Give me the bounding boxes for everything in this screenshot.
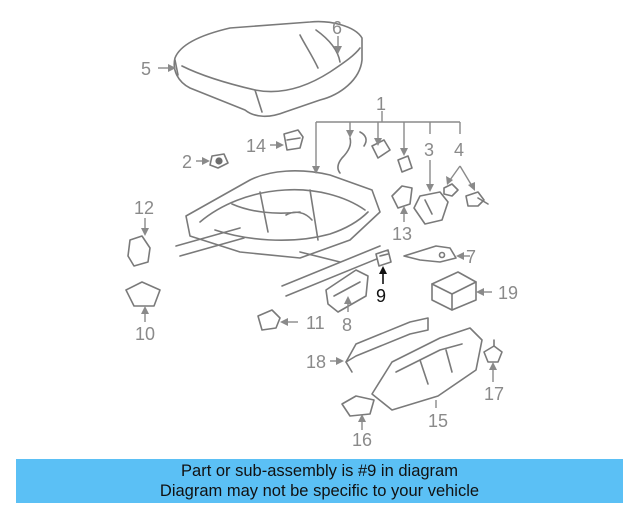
callout-15: 15 — [428, 411, 448, 431]
callout-6: 6 — [332, 18, 342, 38]
motor-part-3 — [413, 191, 449, 225]
callout-12: 12 — [134, 198, 154, 218]
callout-7: 7 — [466, 247, 476, 267]
side-shield-part-8 — [325, 269, 369, 313]
callout-18: 18 — [306, 352, 326, 372]
bracket-part-13 — [391, 185, 413, 209]
info-banner: Part or sub-assembly is #9 in diagram Di… — [16, 459, 623, 503]
callout-13: 13 — [392, 224, 412, 244]
callout-3: 3 — [424, 140, 434, 160]
callout-1: 1 — [376, 94, 386, 114]
banner-line-part-number: Part or sub-assembly is #9 in diagram — [181, 462, 458, 480]
callout-10: 10 — [135, 324, 155, 344]
callout-14: 14 — [246, 136, 266, 156]
banner-line-disclaimer: Diagram may not be specific to your vehi… — [159, 482, 480, 500]
callout-5: 5 — [141, 59, 151, 79]
seat-cushion-part — [173, 20, 363, 118]
parts-diagram: 1 2 3 4 5 6 7 8 9 10 11 12 13 14 15 16 1… — [125, 18, 518, 450]
cover-part-10 — [125, 281, 161, 307]
callout-4: 4 — [454, 140, 464, 160]
callout-17: 17 — [484, 384, 504, 404]
callout-11: 11 — [306, 313, 325, 333]
side-cover-part-15 — [371, 327, 483, 411]
clip-part-11 — [257, 309, 281, 331]
seat-frame — [175, 170, 385, 297]
fasteners-part-4 — [443, 183, 489, 207]
fastener-part-17 — [483, 339, 503, 363]
callout-labels: 1 2 3 4 5 6 7 8 9 10 11 12 13 14 15 16 1… — [134, 18, 518, 450]
bracket-part-7 — [403, 245, 457, 263]
module-part-19 — [431, 271, 477, 311]
switch-part-9 — [375, 249, 392, 267]
highlight-leader-part-9 — [379, 266, 387, 284]
cover-part-16 — [341, 395, 375, 417]
callout-9: 9 — [376, 286, 386, 306]
bracket-part-12 — [127, 235, 151, 267]
leader-lines — [141, 36, 497, 430]
callout-8: 8 — [342, 315, 352, 335]
callout-16: 16 — [352, 430, 372, 450]
wire-bracket-part-18 — [345, 317, 429, 373]
callout-19: 19 — [498, 283, 518, 303]
bolt-part-2 — [209, 153, 229, 169]
clip-part-14 — [283, 129, 304, 151]
callout-2: 2 — [182, 152, 192, 172]
